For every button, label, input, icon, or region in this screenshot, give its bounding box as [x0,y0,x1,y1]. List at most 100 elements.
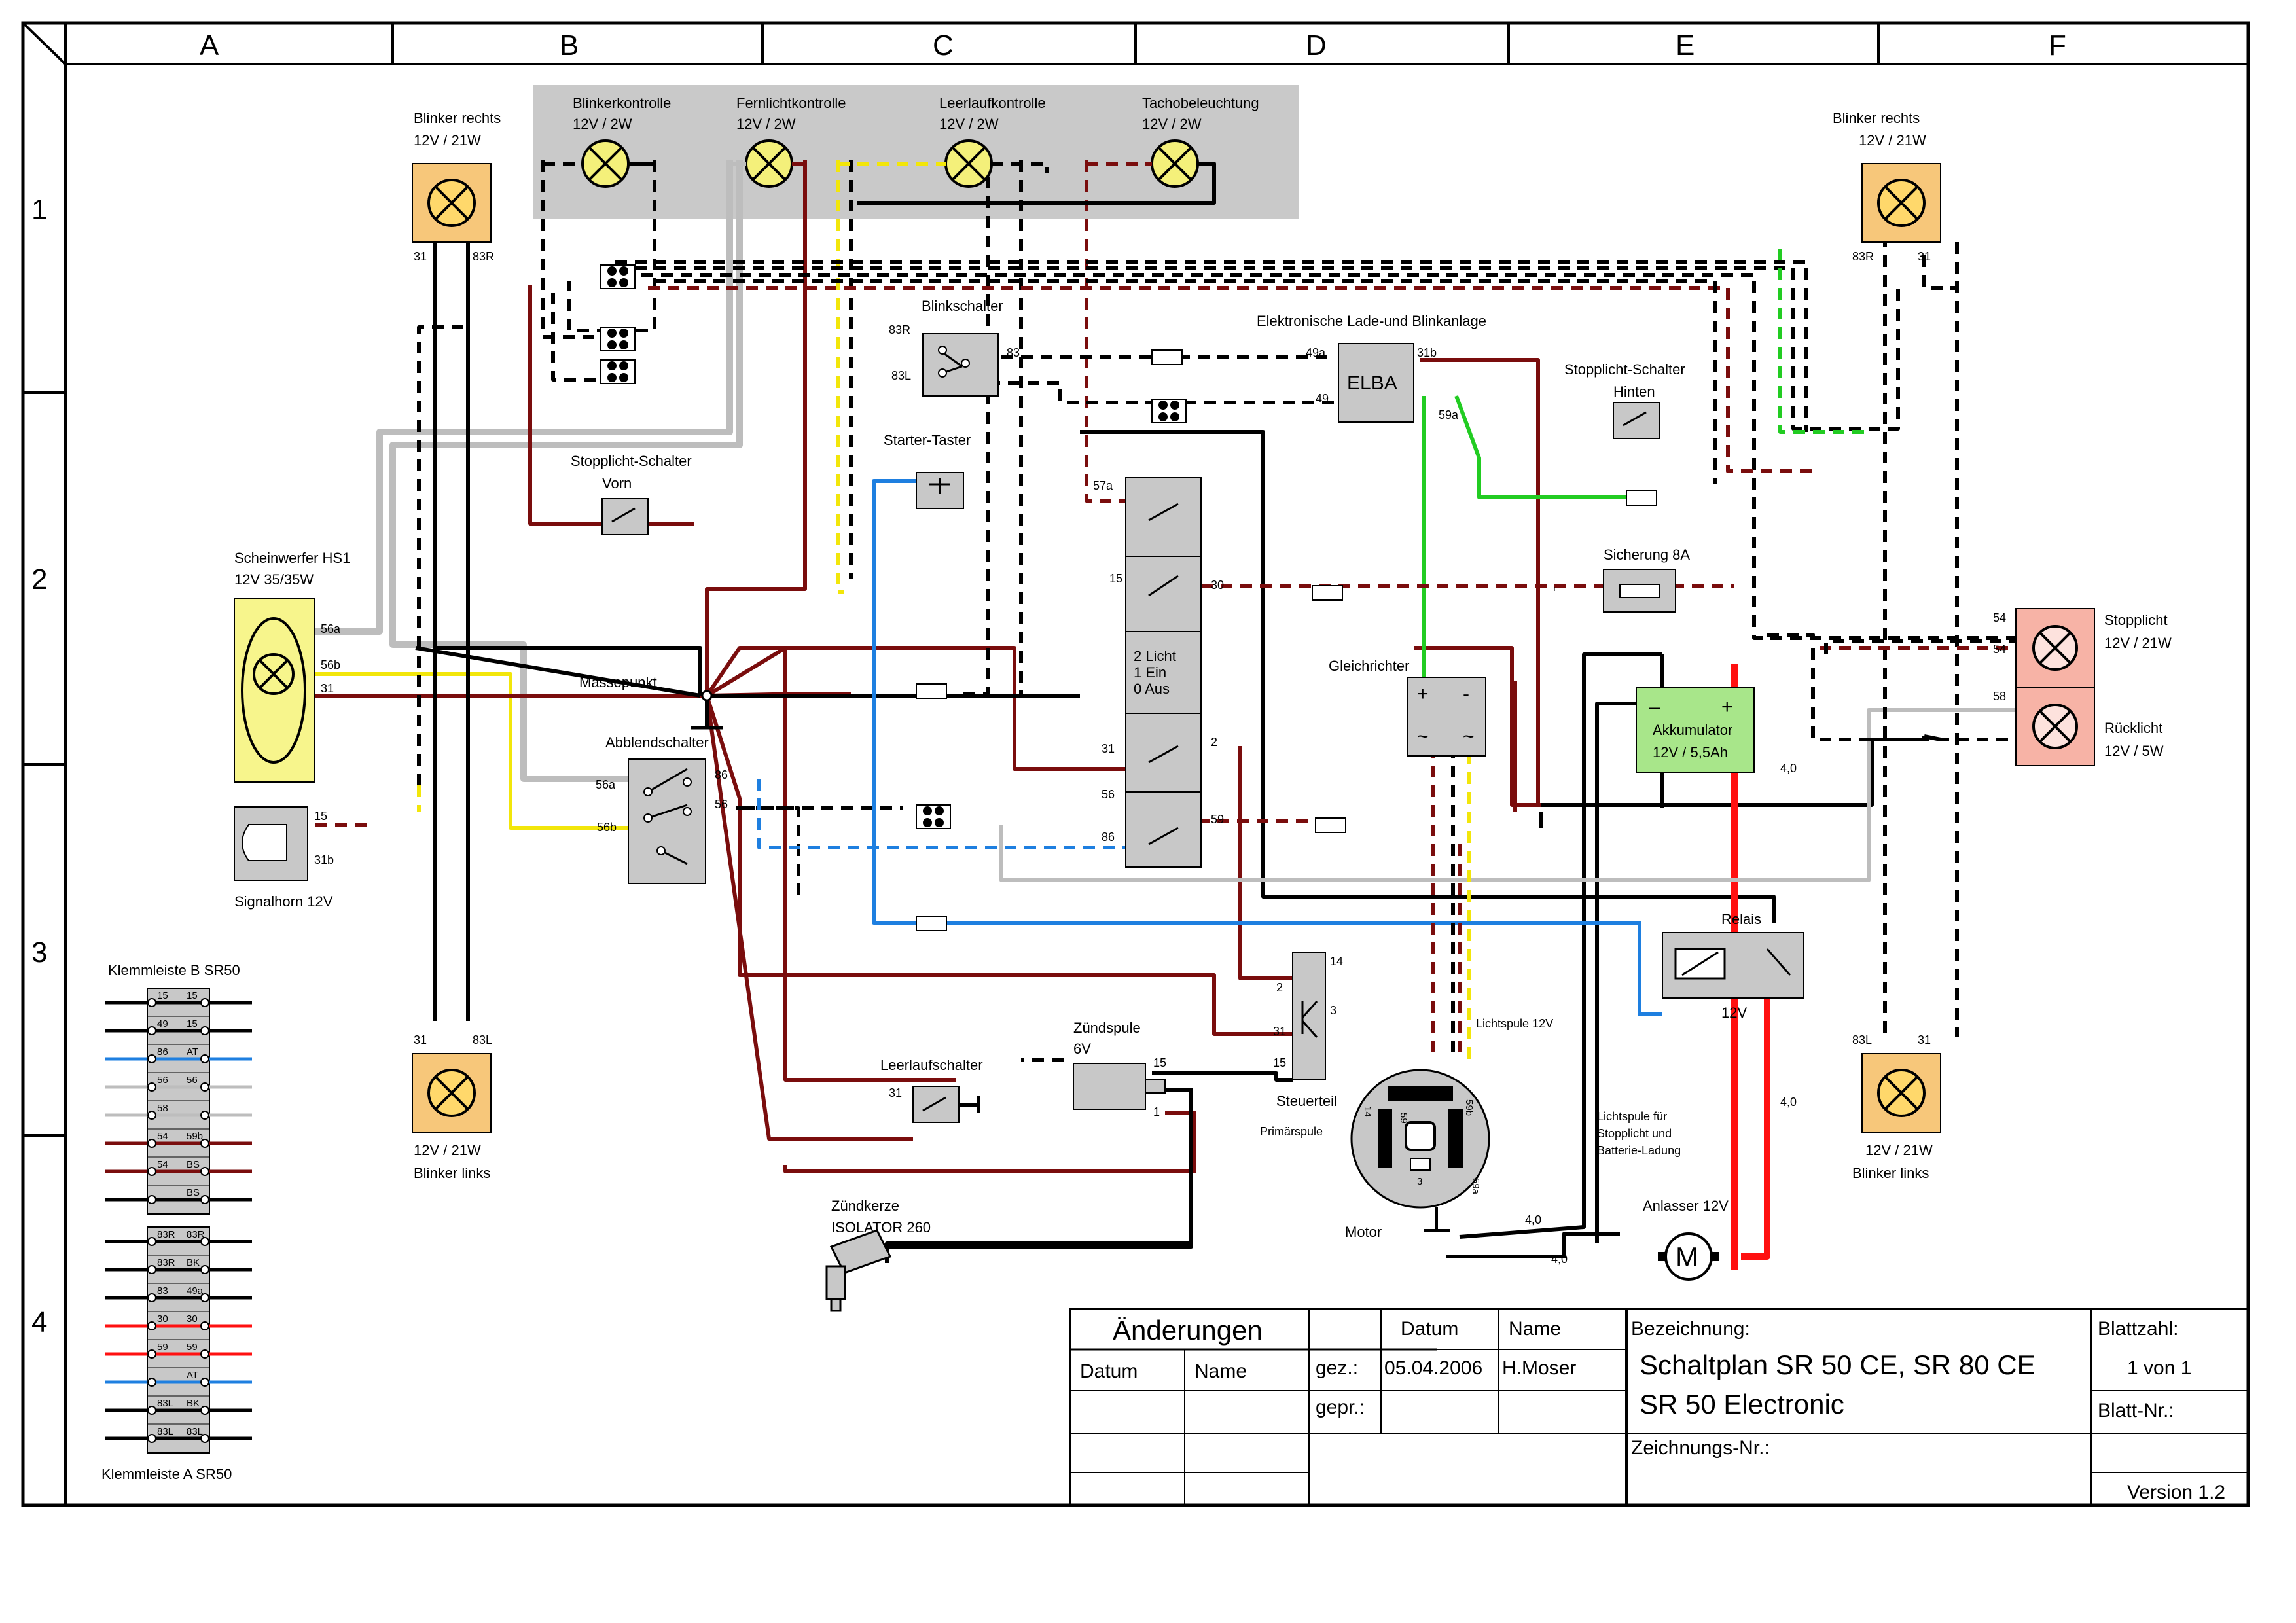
terminal-label: 83R [157,1229,175,1240]
blinker-links-left-spec: 12V / 21W [414,1142,481,1158]
svg-text:2 Licht: 2 Licht [1134,648,1176,664]
svg-text:6V: 6V [1073,1041,1091,1057]
blinker-rechts-right: Blinker rechts 12V / 21W 83R 31 [1833,110,1941,263]
starter-taster: Starter-Taster [884,432,971,509]
svg-text:15: 15 [314,810,327,823]
svg-text:12V / 2W: 12V / 2W [1142,116,1202,132]
zuendspule: Zündspule 6V 15 1 [1073,1020,1166,1118]
svg-text:83R: 83R [1852,250,1874,263]
terminal-label: 56 [187,1075,198,1086]
stopplicht-ruecklicht: Stopplicht 12V / 21W Rücklicht 12V / 5W … [1993,608,2172,766]
terminal-pin [147,1082,156,1092]
col-d: D [1306,29,1327,62]
terminal-pin [200,1054,209,1063]
svg-text:56a: 56a [596,778,616,791]
motor-symbol: M [1676,1241,1698,1272]
svg-text:Abblendschalter: Abblendschalter [605,734,709,751]
terminal-pin [147,1434,156,1443]
svg-text:2: 2 [1211,736,1217,749]
terminal-pin [200,1293,209,1302]
terminal-label: AT [187,1370,198,1381]
terminal-label: 15 [187,990,198,1001]
svg-text:Vorn: Vorn [602,475,632,491]
svg-text:Relais: Relais [1721,911,1761,927]
terminal-label: BS [187,1159,200,1170]
terminal-label: 15 [157,990,168,1001]
svg-text:86: 86 [715,768,728,781]
svg-text:3: 3 [1417,1176,1422,1187]
svg-text:59a: 59a [1470,1178,1481,1195]
blinker-links-right-label: Blinker links [1852,1165,1929,1181]
svg-text:Blinkschalter: Blinkschalter [922,298,1003,314]
svg-text:12V / 5,5Ah: 12V / 5,5Ah [1653,744,1728,760]
svg-text:83: 83 [1007,346,1020,359]
svg-text:56: 56 [715,798,728,811]
svg-text:Hinten: Hinten [1613,383,1655,400]
stopplicht-schalter-vorn: Stopplicht-Schalter Vorn [571,453,692,535]
terminal-pin [147,1349,156,1359]
svg-text:Signalhorn 12V: Signalhorn 12V [234,893,333,910]
svg-text:31: 31 [1102,742,1115,755]
svg-text:Version 1.2: Version 1.2 [2127,1482,2225,1503]
svg-text:Massepunkt: Massepunkt [579,674,657,690]
terminal-pin [200,1111,209,1120]
anlasser: M Anlasser 12V 4,0 [1643,1096,1797,1281]
row-4: 4 [31,1306,47,1338]
terminal-label: 56 [157,1075,168,1086]
svg-text:56b: 56b [321,658,340,671]
svg-text:Akkumulator: Akkumulator [1653,722,1732,738]
col-a: A [200,29,219,62]
title-block [1069,1308,2250,1507]
terminal-label: 54 [157,1131,168,1142]
svg-text:54: 54 [1993,611,2006,624]
terminal-label: 59 [157,1342,168,1353]
blinker-links-right: 83L 31 12V / 21W Blinker links [1852,1033,1941,1181]
lamp-tachobeleuchtung: Tachobeleuchtung 12V / 2W [857,95,1259,205]
blinker-links-left: 31 83L 12V / 21W Blinker links [412,1033,492,1181]
terminal-pin [147,1265,156,1274]
tb-title-line-2: SR 50 Electronic [1640,1389,1844,1419]
svg-text:Klemmleiste B SR50: Klemmleiste B SR50 [108,962,240,978]
svg-text:56: 56 [1102,788,1115,801]
blinker-rechts-right-label: Blinker rechts [1833,110,1920,126]
svg-text:15: 15 [1273,1056,1286,1069]
terminal-label: BK [187,1398,200,1409]
terminal-label: 83R [157,1257,175,1268]
blinker-rechts-left: Blinker rechts 12V / 21W 31 83R [412,110,501,263]
svg-text:ISOLATOR 260: ISOLATOR 260 [831,1219,931,1236]
svg-text:12V / 5W: 12V / 5W [2104,743,2164,759]
svg-text:-: - [1463,683,1469,705]
blinker-links-left-label: Blinker links [414,1165,490,1181]
svg-text:31b: 31b [314,853,334,866]
svg-text:86: 86 [1102,830,1115,844]
svg-text:Blinkerkontrolle: Blinkerkontrolle [573,95,671,111]
svg-text:56a: 56a [321,622,341,635]
svg-text:+: + [1721,696,1733,718]
terminal-label: 30 [187,1313,198,1325]
terminal-label: BK [187,1257,200,1268]
terminal-label: 49 [157,1018,168,1029]
svg-text:Blattzahl:: Blattzahl: [2098,1318,2178,1340]
svg-text:H.Moser: H.Moser [1502,1357,1576,1379]
svg-text:12V: 12V [1721,1005,1747,1021]
svg-text:Datum: Datum [1080,1361,1138,1382]
svg-text:gepr.:: gepr.: [1316,1397,1365,1418]
svg-text:31: 31 [1918,1033,1931,1046]
svg-text:4,0: 4,0 [1525,1213,1541,1226]
svg-text:15: 15 [1109,572,1122,585]
svg-text:+: + [1417,683,1429,705]
svg-text:59: 59 [1398,1113,1409,1124]
terminal-pin [147,1167,156,1176]
svg-text:31: 31 [414,250,427,263]
row-3: 3 [31,936,47,969]
svg-text:31: 31 [321,682,334,695]
terminal-pin [200,1349,209,1359]
svg-text:4,0: 4,0 [1780,762,1797,775]
svg-text:56b: 56b [597,821,617,834]
svg-text:Leerlaufschalter: Leerlaufschalter [880,1057,983,1073]
lamp-leerlaufkontrolle: Leerlaufkontrolle 12V / 2W [838,95,1049,188]
zuendschloss: 2 Licht 1 Ein 0 Aus 57a 15 30 31 2 56 86… [1093,477,1224,868]
svg-text:Blatt-Nr.:: Blatt-Nr.: [2098,1400,2174,1421]
